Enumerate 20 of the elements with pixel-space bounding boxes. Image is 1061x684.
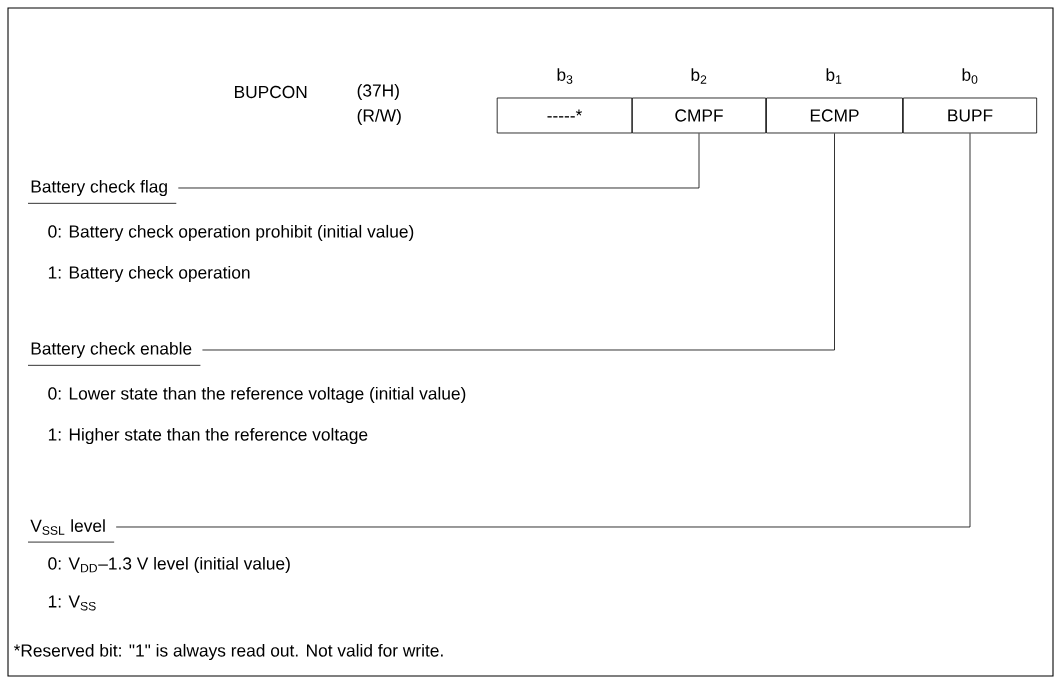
register-info: (37H) — [357, 83, 399, 101]
leader-line — [202, 133, 835, 351]
value-description: 0: V$_{DD}$–1.3 V level (initial value) — [48, 556, 290, 574]
leader-line — [115, 133, 971, 528]
field-heading: V$_{SSL}$ level — [30, 519, 105, 535]
register-cell: ECMP — [766, 97, 903, 134]
field-heading: Battery check enable — [31, 341, 192, 359]
value-description: 0: Battery check operation prohibit (initial value) — [48, 224, 414, 242]
field-heading: Battery check flag — [31, 179, 167, 197]
value-description: 0: Lower state than the reference voltage (initial value) — [48, 386, 466, 404]
register-cell: BUPF — [902, 97, 1038, 134]
value-description: 1: Higher state than the reference voltage — [48, 427, 368, 445]
register-info: (R/W) — [357, 108, 401, 126]
register-cell: -----* — [496, 97, 633, 134]
leader-line — [177, 133, 700, 189]
value-description: 1: V$_{SS}$ — [48, 595, 96, 611]
footnote: *Reserved bit: "1" is always read out. Not valid for write. — [13, 643, 443, 661]
register-cell: CMPF — [631, 97, 767, 134]
register-name: BUPCON — [235, 85, 307, 99]
value-description: 1: Battery check operation — [48, 265, 250, 283]
